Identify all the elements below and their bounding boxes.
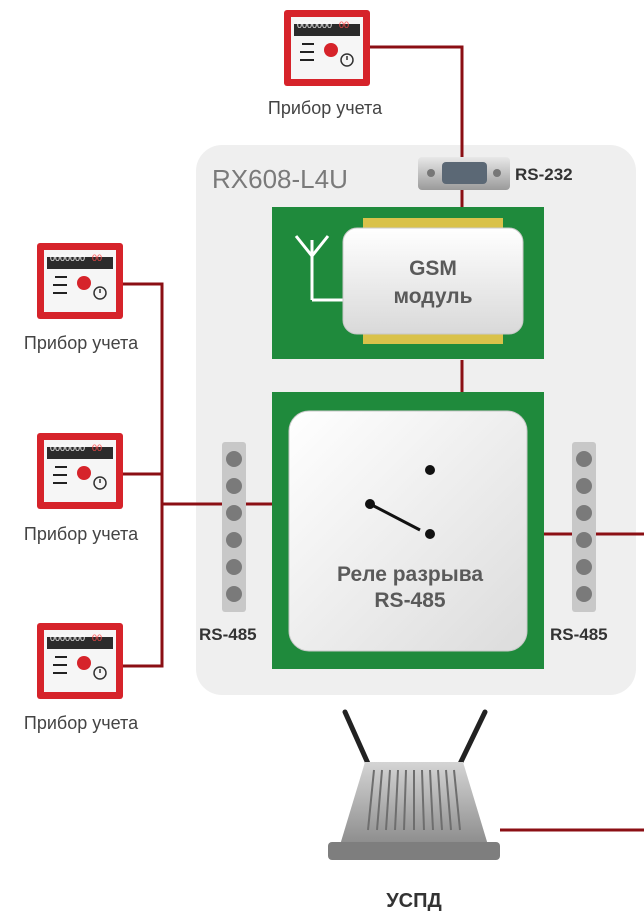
svg-text:00: 00	[92, 633, 102, 643]
meter-left-1: 0000000 00	[36, 242, 124, 320]
rs485-terminal-left	[222, 442, 246, 612]
device-name: RX608-L4U	[212, 164, 348, 194]
meter-top: 0000000 00	[283, 9, 371, 87]
rs485-right-label: RS-485	[550, 625, 608, 644]
meter-left-2-label: Прибор учета	[24, 524, 139, 544]
meter-left-3: 0000000 00	[36, 622, 124, 700]
rs485-terminal-right	[572, 442, 596, 612]
meter-left-3-label: Прибор учета	[24, 713, 139, 733]
svg-text:0000000: 0000000	[50, 443, 85, 453]
svg-text:0000000: 0000000	[297, 20, 332, 30]
meter-top-label: Прибор учета	[268, 98, 383, 118]
rs485-left-label: RS-485	[199, 625, 257, 644]
router-icon	[328, 709, 500, 860]
svg-text:0000000: 0000000	[50, 633, 85, 643]
router-label: УСПД	[386, 890, 442, 912]
svg-text:00: 00	[339, 20, 349, 30]
svg-text:00: 00	[92, 443, 102, 453]
gsm-label-2: модуль	[393, 285, 472, 308]
svg-text:00: 00	[92, 253, 102, 263]
rs232-label: RS-232	[515, 165, 573, 184]
antenna-icon	[294, 235, 345, 302]
relay-module	[288, 410, 528, 652]
gsm-label-1: GSM	[409, 257, 457, 280]
gsm-contacts	[363, 218, 503, 344]
relay-switch	[365, 465, 435, 539]
relay-label-1: Реле разрыва	[337, 563, 483, 586]
svg-text:0000000: 0000000	[50, 253, 85, 263]
rs232-connector	[418, 157, 510, 190]
meter-left-2: 0000000 00	[36, 432, 124, 510]
meter-left-1-label: Прибор учета	[24, 333, 139, 353]
relay-label-2: RS-485	[374, 589, 446, 612]
gsm-module	[342, 227, 524, 335]
